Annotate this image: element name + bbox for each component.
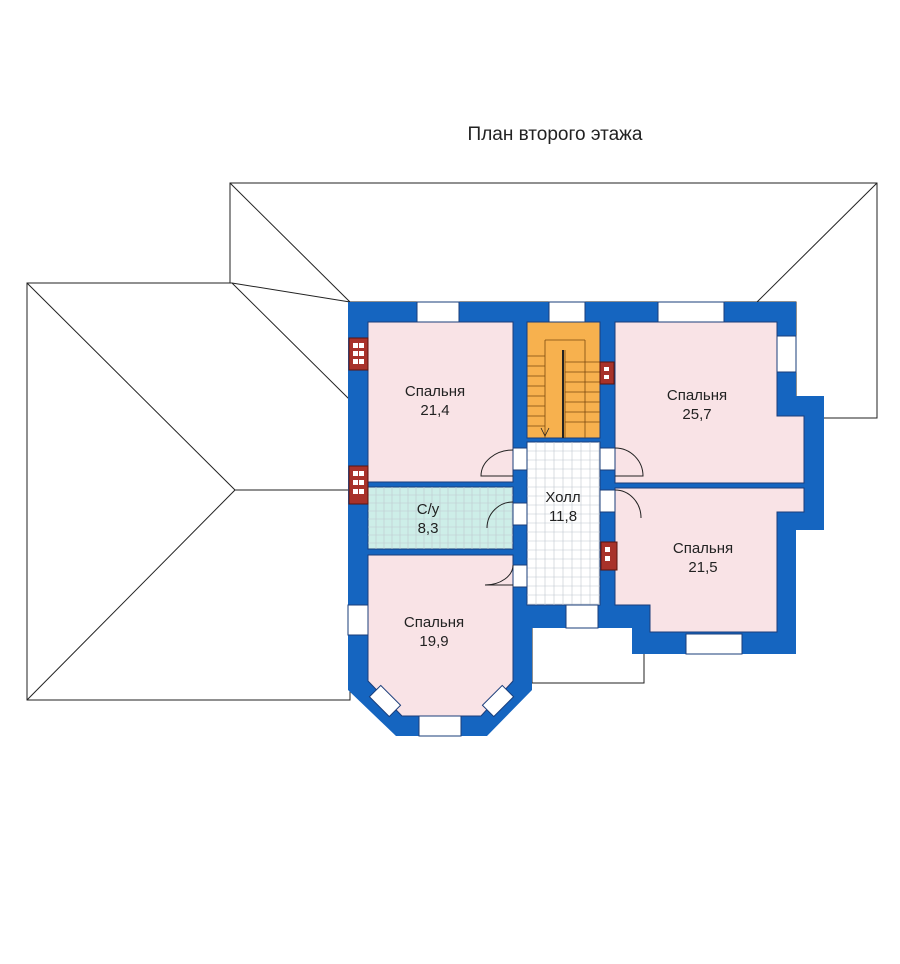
- room-area-bedroom-nw: 21,4: [420, 402, 449, 419]
- room-bathroom: [367, 486, 514, 550]
- door-opening: [599, 447, 616, 471]
- window: [657, 301, 725, 323]
- windows: [347, 301, 797, 737]
- chimney-icon: [348, 337, 369, 371]
- room-area-bedroom-se: 21,5: [688, 559, 717, 576]
- door-opening: [599, 489, 616, 513]
- door-opening: [512, 564, 528, 588]
- vent-icon: [600, 541, 618, 571]
- room-hall: [526, 441, 601, 606]
- door-swings: [480, 447, 644, 586]
- staircase: [527, 339, 600, 438]
- room-label-bathroom: С/у: [417, 501, 440, 518]
- chimney-icon: [348, 465, 369, 505]
- room-stairs: [526, 321, 601, 439]
- vent-icon: [599, 361, 615, 385]
- window: [565, 604, 599, 629]
- window: [776, 335, 797, 373]
- room-bedroom-se: [614, 487, 805, 633]
- room-bedroom-ne: [614, 321, 805, 484]
- window: [416, 301, 460, 323]
- room-label-bedroom-nw: Спальня: [405, 383, 465, 400]
- room-area-hall: 11,8: [549, 508, 577, 525]
- room-label-bedroom-ne: Спальня: [667, 387, 727, 404]
- room-area-bedroom-ne: 25,7: [682, 406, 711, 423]
- window: [418, 715, 462, 737]
- room-label-bedroom-sw: Спальня: [404, 614, 464, 631]
- room-area-bedroom-sw: 19,9: [419, 633, 448, 650]
- room-area-bathroom: 8,3: [418, 520, 439, 537]
- roof-left: [26, 282, 351, 701]
- door-opening: [512, 502, 528, 526]
- room-label-bedroom-se: Спальня: [673, 540, 733, 557]
- window: [347, 604, 369, 636]
- window: [548, 301, 586, 323]
- window: [368, 684, 402, 718]
- door-opening: [512, 447, 528, 471]
- roof-porch: [531, 624, 645, 684]
- plan-title: План второго этажа: [468, 124, 643, 145]
- room-bedroom-sw: [367, 554, 514, 717]
- room-label-hall: Холл: [545, 489, 580, 506]
- window: [685, 633, 743, 655]
- window: [481, 684, 515, 718]
